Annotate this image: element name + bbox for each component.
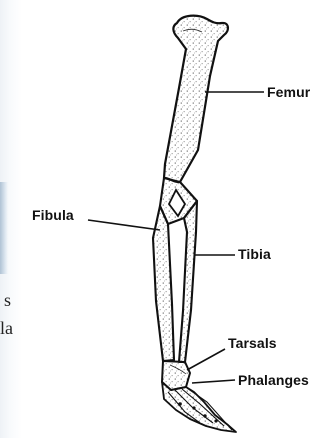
femur-label: Femur bbox=[267, 85, 310, 99]
page-fragment-line-1: s bbox=[4, 291, 11, 309]
phalanges-leader-line bbox=[192, 380, 235, 383]
fibula-label: Fibula bbox=[32, 208, 74, 222]
fibula-leader-line bbox=[88, 220, 160, 230]
page-fragment-line-2: la bbox=[0, 319, 13, 337]
phalanges-bones bbox=[162, 382, 236, 432]
tarsals-leader-line bbox=[187, 349, 225, 370]
tarsals-label: Tarsals bbox=[228, 336, 277, 350]
femur-bone bbox=[164, 16, 228, 182]
tibia-label: Tibia bbox=[238, 247, 271, 261]
phalanges-label: Phalanges bbox=[238, 373, 309, 387]
tibia-bone bbox=[179, 201, 197, 362]
